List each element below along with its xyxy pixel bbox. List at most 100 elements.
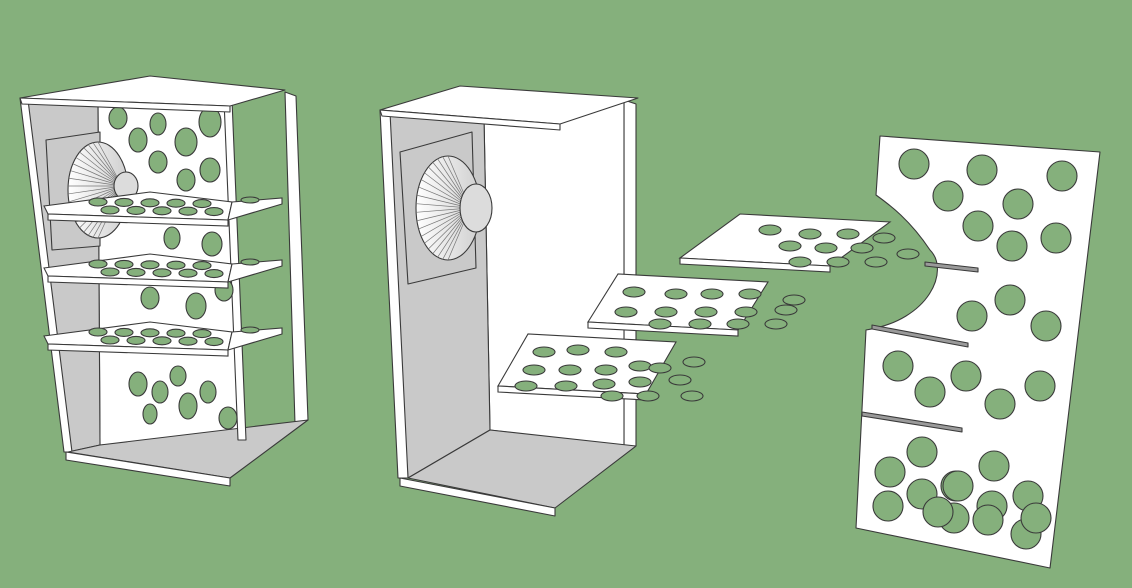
plate-hole <box>836 228 860 240</box>
back-hole <box>140 286 160 310</box>
shelf-edge <box>47 275 229 289</box>
cabinet-shelves <box>43 191 283 357</box>
plate-top <box>678 213 892 267</box>
exploded-baffle-plates <box>497 213 920 402</box>
shelf <box>43 253 283 289</box>
shelf-hole <box>204 269 224 279</box>
plate-hole <box>648 362 672 374</box>
plate-top-exploded <box>678 213 920 273</box>
shelf-edge <box>47 213 229 227</box>
shelf-hole <box>140 198 160 208</box>
shelf-hole <box>204 207 224 217</box>
plate-hole <box>648 318 672 330</box>
back-hole <box>199 380 217 404</box>
plate-hole <box>558 364 582 376</box>
plate-hole <box>592 378 616 390</box>
shelf-hole <box>204 337 224 347</box>
panel-hole <box>996 230 1028 262</box>
panel-hole <box>966 154 998 186</box>
panel-hole <box>874 456 906 488</box>
plate-hole <box>636 390 660 402</box>
plate-hole <box>764 318 788 330</box>
back-hole <box>201 231 223 257</box>
plate-hole <box>726 318 750 330</box>
plate-hole <box>566 344 590 356</box>
cone-rib <box>68 185 123 203</box>
plate-hole <box>622 286 646 298</box>
panel-hole <box>950 360 982 392</box>
shelf-hole <box>114 197 134 207</box>
plate-hole <box>604 346 628 358</box>
shelf-hole <box>100 267 120 277</box>
shelf-hole <box>152 206 172 216</box>
shelf-hole <box>152 268 172 278</box>
back-hole <box>128 127 148 153</box>
plate-middle <box>587 273 806 337</box>
shelf-hole <box>114 327 134 337</box>
plate-hole <box>782 294 806 306</box>
plate-hole <box>774 304 798 316</box>
plate-hole <box>682 356 706 368</box>
shelf-hole <box>126 267 146 277</box>
panel-hole <box>914 376 946 408</box>
back-hole <box>142 403 158 425</box>
back-hole <box>148 150 168 174</box>
cabinet-top-front-edge <box>19 97 231 113</box>
plate-hole <box>680 390 704 402</box>
plate-hole <box>814 242 838 254</box>
plate-hole <box>594 364 618 376</box>
plate-hole <box>798 228 822 240</box>
back-panel-holes <box>108 106 238 430</box>
plate-hole <box>850 242 874 254</box>
back-hole <box>218 406 238 430</box>
back-hole <box>163 226 181 250</box>
plate-hole <box>700 288 724 300</box>
cone-rib <box>68 177 123 187</box>
open-cabinet-floor-edge <box>399 477 556 517</box>
back-hole <box>149 112 167 136</box>
plate-hole <box>554 380 578 392</box>
panel-hole <box>1002 188 1034 220</box>
panel-hole <box>922 496 954 528</box>
speaker-driver-2 <box>415 155 493 261</box>
back-hole <box>176 168 196 192</box>
panel-hole <box>872 490 904 522</box>
open-cabinet-model[interactable] <box>379 85 920 517</box>
plate-hole <box>628 376 652 388</box>
shelf-hole <box>192 329 212 339</box>
shelf-hole <box>178 206 198 216</box>
cone-rib <box>72 163 123 187</box>
plate-hole <box>872 232 896 244</box>
cone-rib <box>70 170 123 187</box>
cabinet-right-side <box>284 91 309 425</box>
back-hole <box>185 292 207 320</box>
back-hole <box>151 380 169 404</box>
panel-slots <box>861 261 979 433</box>
back-hole <box>128 371 148 397</box>
plate-hole <box>734 306 758 318</box>
shelf-hole <box>178 268 198 278</box>
shelf-hole <box>126 335 146 345</box>
shelf-hole <box>140 260 160 270</box>
shelf-extension <box>227 327 283 351</box>
plate-hole <box>532 346 556 358</box>
panel-hole <box>1020 502 1052 534</box>
back-hole <box>108 106 128 130</box>
shelf-hole <box>240 258 260 266</box>
shelf-hole <box>240 196 260 204</box>
shelf-hole <box>100 205 120 215</box>
perforated-panel-model[interactable] <box>855 135 1101 569</box>
panel-hole <box>984 388 1016 420</box>
plate-hole <box>628 360 652 372</box>
cone-rib <box>68 185 123 195</box>
shelf-hole <box>126 205 146 215</box>
plate-hole <box>614 306 638 318</box>
panel-hole <box>906 436 938 468</box>
shelf-hole <box>114 259 134 269</box>
shelf-hole <box>166 260 186 270</box>
assembled-cabinet-model[interactable] <box>19 75 309 487</box>
shelf-hole <box>88 259 108 269</box>
shelf <box>43 191 283 227</box>
plate-hole <box>778 240 802 252</box>
